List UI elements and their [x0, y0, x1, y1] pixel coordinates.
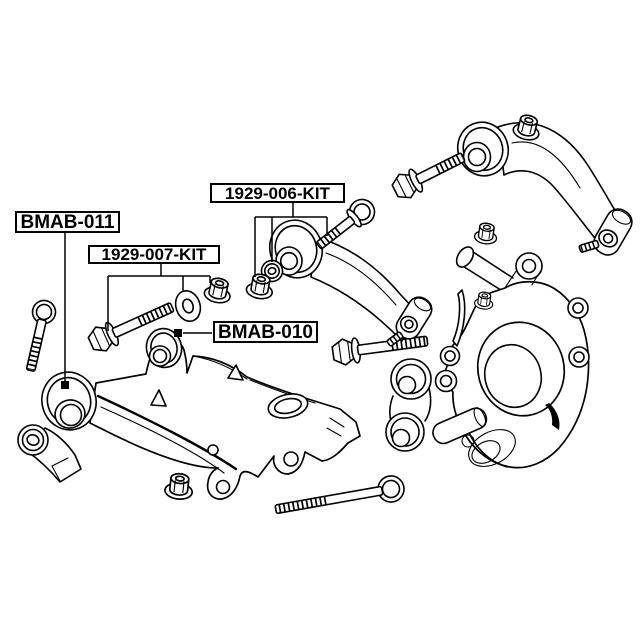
lower-nut	[163, 471, 195, 502]
trailing-arm-nut	[202, 275, 235, 306]
guide-link-pin	[432, 407, 488, 445]
upper-arm-ball-stud	[578, 239, 600, 253]
marker-bmab-010	[174, 329, 182, 337]
trailing-arm	[41, 327, 361, 500]
part-label-1929-006-kit: 1929-006-KIT	[210, 183, 345, 203]
knuckle-hub-bore	[476, 321, 566, 417]
leader-bmab-010	[174, 329, 212, 337]
leader-kit-007	[107, 264, 211, 331]
part-label-bmab-010: BMAB-010	[213, 321, 318, 343]
trailing-arm-washer	[170, 286, 206, 326]
left-mount-bolt	[25, 299, 57, 372]
knuckle-top-nut	[473, 221, 500, 246]
toe-arm-outer-bushing	[395, 296, 433, 340]
guide-link-top-bushing	[390, 358, 432, 400]
toe-arm	[268, 219, 433, 347]
toe-arm-ball-stud	[386, 331, 404, 347]
knuckle-rib	[452, 289, 466, 347]
part-label-bmab-011: BMAB-011	[15, 211, 120, 233]
bracket-link	[17, 424, 82, 483]
toe-arm-bolt	[316, 198, 376, 250]
leader-bmab-011	[61, 233, 69, 389]
knuckle-caliper-shadow	[545, 403, 560, 430]
part-label-1929-007-kit: 1929-007-KIT	[88, 245, 220, 264]
guide-link	[385, 358, 432, 452]
leader-kit-006	[254, 203, 328, 277]
knuckle-left-eyes	[434, 345, 461, 393]
knuckle-right-eyes	[567, 297, 590, 368]
trailing-arm-upper-bushing	[145, 327, 183, 369]
lower-bolt	[274, 475, 405, 515]
marker-bmab-011	[61, 381, 69, 389]
upper-arm-outer-bushing	[593, 208, 633, 256]
trailing-arm-front-bushing	[41, 371, 97, 431]
rear-knuckle	[434, 246, 590, 469]
upper-arm-bolt	[391, 152, 466, 199]
trailing-arm-bolt	[87, 302, 175, 352]
guide-link-bottom-bushing	[385, 412, 425, 452]
